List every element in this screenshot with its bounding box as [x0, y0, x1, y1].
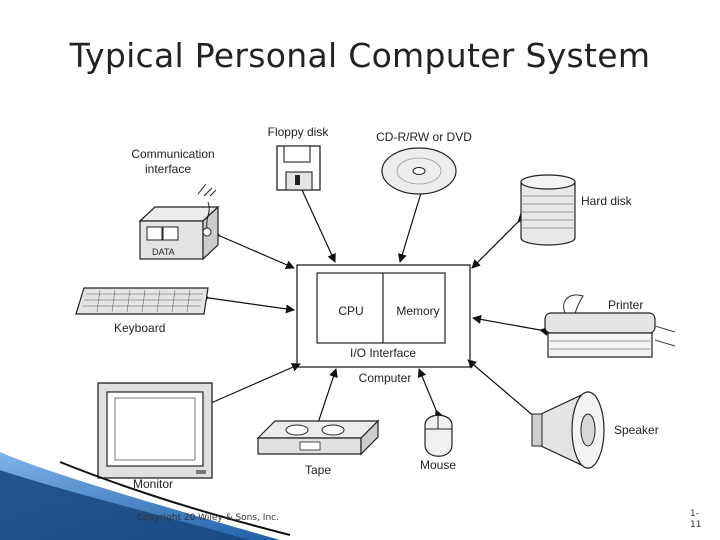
- keyboard-icon: [75, 287, 209, 315]
- slide-number-line2: 11: [690, 520, 702, 530]
- connection-arrows: [200, 180, 549, 430]
- printer-label: Printer: [608, 298, 643, 312]
- communication-label-line1: Communication: [131, 147, 214, 161]
- arrow-communication: [210, 228, 295, 269]
- decorative-swoosh: [0, 452, 291, 540]
- speaker-icon: [531, 391, 605, 469]
- monitor-icon: [97, 382, 213, 479]
- mouse-label: Mouse: [420, 458, 456, 472]
- floppy-disk-icon: [276, 145, 321, 191]
- arrow-harddisk: [471, 213, 527, 269]
- hard-disk-label: Hard disk: [581, 194, 633, 208]
- arrow-keyboard: [200, 292, 295, 314]
- arrow-monitor: [201, 363, 301, 411]
- computer-box: CPU Memory I/O Interface: [296, 264, 471, 368]
- computer-label: Computer: [359, 371, 412, 385]
- arrow-tape: [312, 368, 338, 430]
- hard-disk-icon: [520, 174, 576, 246]
- cpu-memory-box: [316, 272, 446, 344]
- arrow-cdrom: [398, 184, 428, 263]
- tape-label: Tape: [305, 463, 331, 477]
- cpu-label: CPU: [338, 304, 363, 318]
- monitor-label: Monitor: [133, 477, 173, 491]
- data-label: DATA: [152, 247, 175, 257]
- io-interface-label: I/O Interface: [350, 346, 416, 360]
- floppy-disk-label: Floppy disk: [268, 125, 330, 139]
- communication-interface-icon: [138, 183, 220, 261]
- slide-number-line1: 1-: [690, 509, 699, 519]
- communication-label-line2: interface: [145, 162, 191, 176]
- tape-icon: [256, 419, 380, 456]
- arrow-speaker: [467, 359, 546, 427]
- memory-label: Memory: [396, 304, 439, 318]
- copyright-footer: Copyright 20 Wiley & Sons, Inc.: [137, 513, 279, 523]
- arrow-floppy: [294, 180, 336, 263]
- cd-label: CD-R/RW or DVD: [376, 130, 472, 144]
- mouse-icon: [424, 413, 453, 457]
- slide-title: Typical Personal Computer System: [69, 36, 651, 75]
- printer-icon: [544, 294, 676, 358]
- cd-icon: [381, 147, 457, 195]
- arrow-mouse: [417, 368, 444, 420]
- slide-number: 1- 11: [690, 509, 712, 531]
- keyboard-label: Keyboard: [114, 321, 165, 335]
- speaker-label: Speaker: [614, 423, 659, 437]
- arrow-printer: [472, 314, 549, 336]
